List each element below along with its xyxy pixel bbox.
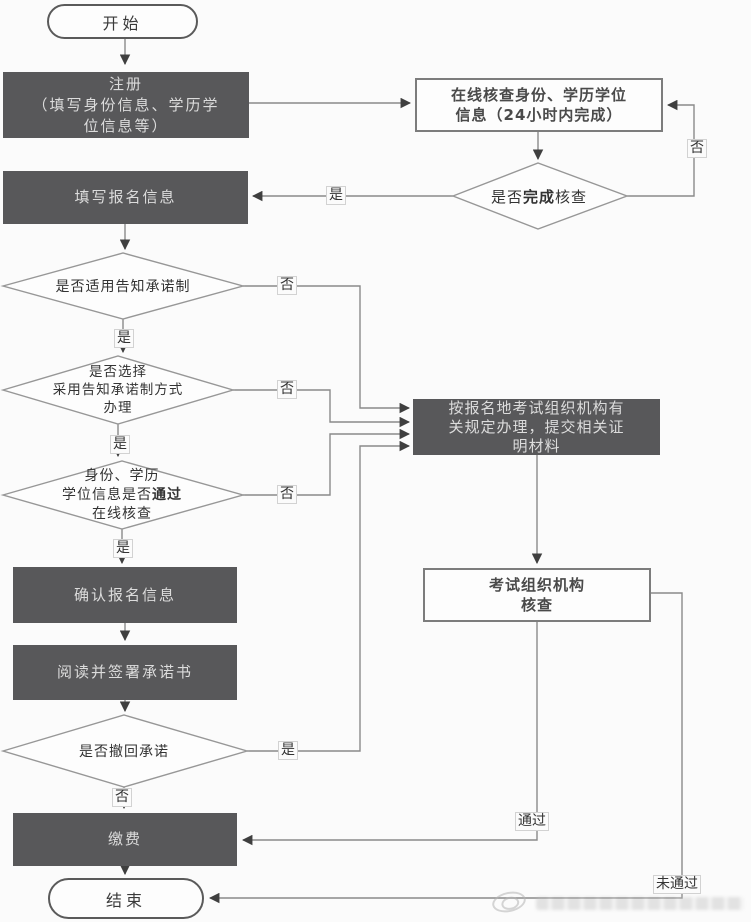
- label-yes-complete: 是: [326, 186, 346, 205]
- fill-info-process: 填写报名信息: [3, 171, 248, 224]
- label-no-withdraw: 否: [112, 788, 132, 807]
- pay-label: 缴费: [107, 830, 142, 848]
- end-terminal: 结束: [48, 878, 204, 919]
- register-label: 注册 （填写身份信息、学历学 位信息等）: [32, 74, 220, 135]
- applicable-label: 是否适用告知承诺制: [55, 279, 191, 295]
- diamond-complete-check: 是否完成核查: [455, 186, 623, 206]
- label-yes-withdraw: 是: [278, 741, 298, 760]
- label-fail: 未通过: [653, 875, 701, 894]
- watermark-blurred-text: [536, 897, 744, 910]
- end-label: 结束: [105, 890, 146, 910]
- diamond-choose: 是否选择 采用告知承诺制方式 办理: [15, 363, 221, 417]
- fill-info-label: 填写报名信息: [74, 188, 177, 206]
- diamond-withdraw: 是否撤回承诺: [20, 742, 228, 760]
- label-no-online-pass: 否: [277, 485, 297, 504]
- online-check-label: 在线核查身份、学历学位 信息（24小时内完成）: [450, 86, 627, 124]
- complete-check-pre: 是否: [490, 187, 523, 206]
- label-yes-choose: 是: [110, 435, 130, 454]
- online-pass-line3: 在线核查: [92, 505, 152, 522]
- local-rules-process: 按报名地考试组织机构有 关规定办理，提交相关证 明材料: [413, 399, 660, 455]
- org-check-process: 考试组织机构 核查: [423, 568, 651, 622]
- register-process: 注册 （填写身份信息、学历学 位信息等）: [3, 72, 249, 138]
- pay-process: 缴费: [13, 813, 237, 866]
- sign-process: 阅读并签署承诺书: [13, 645, 237, 700]
- start-terminal: 开始: [47, 4, 198, 39]
- watermark: [490, 888, 748, 916]
- label-no-loop: 否: [687, 139, 707, 158]
- online-check-process: 在线核查身份、学历学位 信息（24小时内完成）: [415, 78, 663, 132]
- complete-check-bold: 完成: [522, 187, 555, 206]
- online-pass-pre: 学位信息是否: [62, 486, 152, 503]
- start-label: 开始: [102, 13, 143, 33]
- online-pass-bold: 通过: [152, 486, 182, 503]
- online-pass-line2: 学位信息是否通过: [62, 486, 182, 505]
- sign-label: 阅读并签署承诺书: [56, 663, 193, 681]
- label-no-applicable: 否: [277, 276, 297, 295]
- withdraw-label: 是否撤回承诺: [79, 744, 169, 760]
- online-pass-line1: 身份、学历: [84, 467, 160, 484]
- local-rules-label: 按报名地考试组织机构有 关规定办理，提交相关证 明材料: [448, 398, 625, 455]
- org-check-label: 考试组织机构 核查: [488, 576, 585, 614]
- confirm-label: 确认报名信息: [73, 585, 176, 604]
- complete-check-post: 核查: [555, 187, 588, 206]
- diamond-online-pass: 身份、学历 学位信息是否通过 在线核查: [14, 466, 230, 524]
- label-yes-applicable: 是: [114, 329, 134, 348]
- watermark-logo-icon: [490, 888, 528, 916]
- label-yes-online-pass: 是: [113, 539, 133, 558]
- label-no-choose: 否: [277, 380, 297, 399]
- choose-label: 是否选择 采用告知承诺制方式 办理: [52, 364, 184, 416]
- confirm-process: 确认报名信息: [13, 567, 237, 623]
- label-pass: 通过: [515, 812, 549, 831]
- diamond-applicable: 是否适用告知承诺制: [10, 277, 236, 295]
